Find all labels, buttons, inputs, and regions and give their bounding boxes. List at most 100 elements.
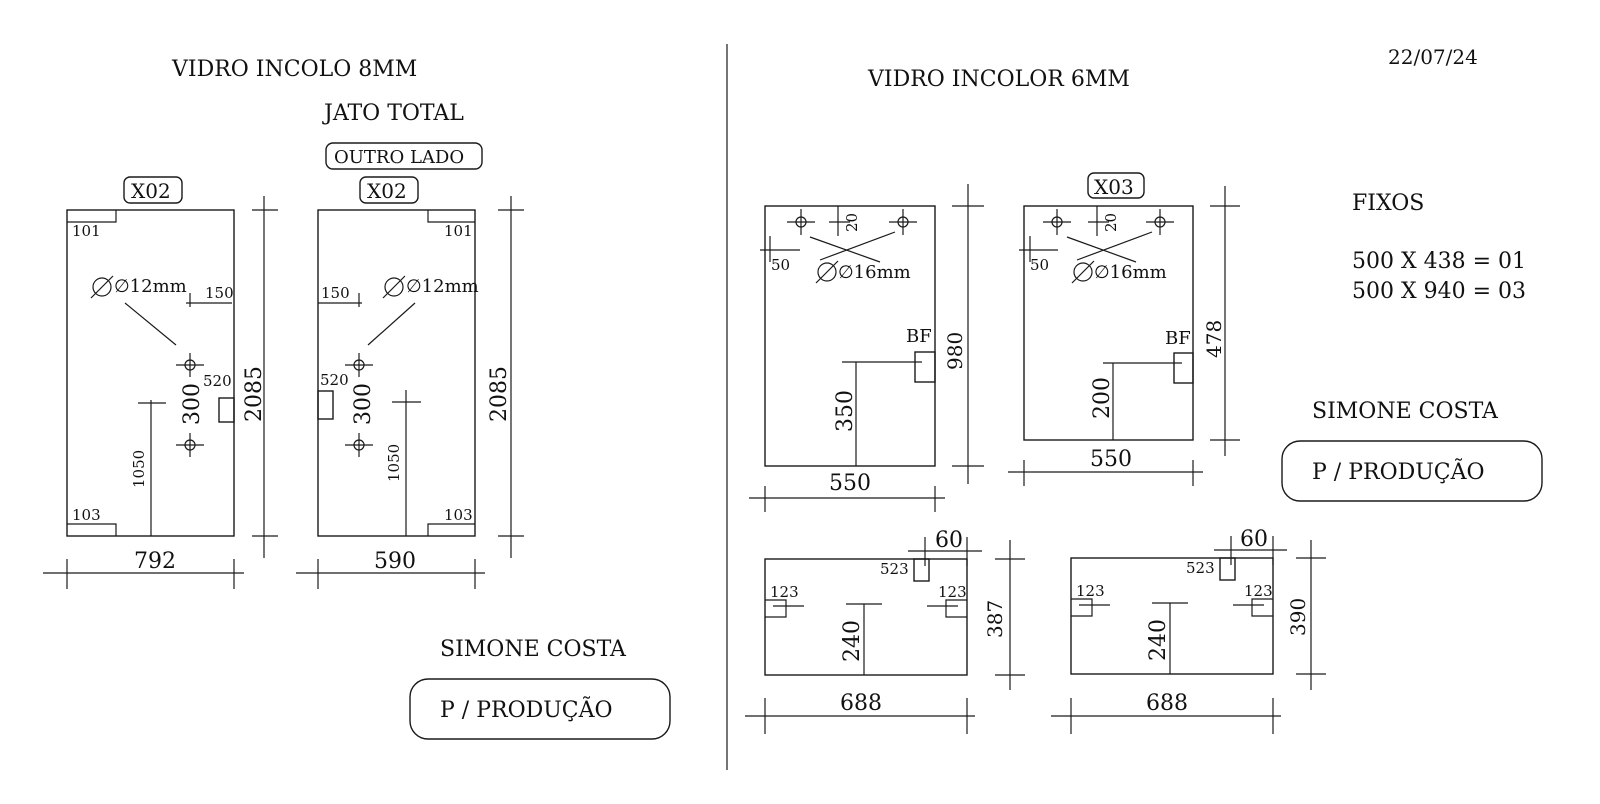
panel-b-tag: X02: [367, 179, 407, 203]
crosshair-icon: [176, 353, 204, 377]
right-production-label: P / PRODUÇÃO: [1312, 457, 1485, 485]
panel-e-notch-left: [765, 599, 787, 618]
panel-b-hole-spacing: 300: [351, 383, 376, 425]
diameter-icon: [382, 275, 406, 299]
panel-e: 523 60 123 123 240 387 688: [745, 528, 1025, 734]
panel-a-leader: [124, 302, 177, 346]
panel-c-outline: [764, 205, 936, 467]
panel-b-lock: [317, 390, 334, 420]
panel-f: 523 60 123 123 240 390 688: [1051, 527, 1326, 734]
panel-e-notch-523-label: 523: [880, 560, 909, 578]
panel-e-notch-top: 60: [935, 528, 963, 553]
panel-d-tag: X03: [1094, 175, 1134, 199]
panel-b-leader: [367, 302, 416, 346]
panel-a-lock-height: 520: [203, 372, 232, 390]
panel-c-leader-2: [819, 231, 896, 261]
panel-d-leader-1: [1066, 236, 1137, 263]
panel-c-bf-box: [914, 351, 936, 383]
panel-e-notch-right: [945, 599, 967, 618]
panel-c-width: 550: [829, 471, 871, 496]
panel-c-height: 980: [943, 332, 967, 370]
panel-d-leader-2: [1076, 231, 1153, 261]
panel-b-hole-label: ∅12mm: [406, 276, 479, 297]
panel-a-lock: [218, 397, 235, 423]
panel-a-corner-top: 101: [72, 222, 101, 240]
panel-a-corner-top-patch: [67, 210, 117, 223]
panel-a-handle-height: 1050: [130, 450, 148, 488]
panel-e-center: 240: [840, 620, 865, 662]
crosshair-icon: [787, 209, 815, 235]
panel-d-hole-side: 50: [1030, 256, 1049, 274]
panel-f-notch-523: [1219, 557, 1236, 581]
crosshair-icon: [889, 209, 917, 235]
panel-a-width: 792: [134, 549, 176, 574]
panel-c: 20 50 ∅16mm BF 350 980 550: [749, 184, 984, 512]
panel-e-width: 688: [840, 691, 882, 716]
panel-d-tag-box: [1087, 172, 1145, 199]
panel-a: X02 101 103 ∅12mm 150 300 520: [43, 176, 278, 589]
panel-d: X03 20 50 ∅16mm BF 200 47: [1008, 172, 1240, 486]
left-finish-label: JATO TOTAL: [322, 101, 464, 126]
panel-f-notch-right: [1251, 598, 1273, 617]
panel-c-bf-height: 350: [833, 390, 858, 432]
panel-b-handle-height: 1050: [385, 444, 403, 482]
panel-a-hole-offset: 150: [205, 284, 234, 302]
panel-c-hole-side: 50: [771, 256, 790, 274]
panel-d-outline: [1023, 205, 1194, 441]
left-signature: SIMONE COSTA: [440, 637, 627, 662]
panel-f-notch-top: 60: [1240, 527, 1268, 552]
diameter-icon: [1071, 260, 1095, 284]
panel-d-width: 550: [1090, 447, 1132, 472]
panel-f-height: 390: [1286, 598, 1310, 636]
panel-a-height: 2085: [242, 366, 267, 422]
panel-a-corner-bottom-patch: [67, 523, 117, 536]
panel-d-hole-label: ∅16mm: [1094, 262, 1167, 283]
panel-d-height: 478: [1202, 320, 1226, 358]
panel-a-corner-bottom: 103: [72, 506, 101, 524]
panel-f-notch-left: [1071, 598, 1093, 617]
other-side-box: [325, 142, 483, 170]
panel-d-hole-top: 20: [1102, 213, 1120, 232]
other-side-label: OUTRO LADO: [334, 147, 464, 168]
left-production-box: [409, 678, 671, 740]
fixos-item-2: 500 X 940 = 03: [1352, 279, 1526, 304]
panel-b: X02 101 103 ∅12mm 150 300 520 1050: [296, 176, 524, 589]
panel-c-bf: BF: [906, 326, 932, 347]
panel-a-hole-label: ∅12mm: [114, 276, 187, 297]
panel-a-hole-spacing: 300: [180, 383, 205, 425]
panel-d-bf-box: [1173, 352, 1194, 384]
panel-b-hole-offset: 150: [321, 284, 350, 302]
crosshair-icon: [1043, 209, 1071, 235]
panel-d-bf-height: 200: [1090, 377, 1115, 419]
panel-c-hole-label: ∅16mm: [838, 262, 911, 283]
panel-e-notch-right-label: 123: [938, 583, 967, 601]
panel-e-height: 387: [983, 600, 1007, 638]
crosshair-icon: [345, 353, 373, 377]
panel-b-corner-bottom: 103: [444, 506, 473, 524]
panel-b-corner-bottom-patch: [427, 523, 475, 536]
diameter-icon: [90, 275, 114, 299]
panel-b-corner-top: 101: [444, 222, 473, 240]
panel-d-bf: BF: [1165, 328, 1191, 349]
right-production-box: [1281, 440, 1543, 502]
fixos-title: FIXOS: [1352, 191, 1424, 216]
panel-b-outline: [317, 209, 476, 537]
panel-e-outline: [764, 558, 968, 676]
panel-f-notch-523-label: 523: [1186, 559, 1215, 577]
panel-f-notch-right-label: 123: [1244, 582, 1273, 600]
panel-b-tag-box: [359, 176, 419, 204]
panel-b-width: 590: [374, 549, 416, 574]
panel-f-center: 240: [1146, 619, 1171, 661]
left-glass-title: VIDRO INCOLO 8MM: [171, 57, 417, 82]
fixos-item-1: 500 X 438 = 01: [1352, 249, 1526, 274]
left-production-label: P / PRODUÇÃO: [440, 695, 613, 723]
panel-b-height: 2085: [487, 366, 512, 422]
panel-b-lock-height: 520: [320, 371, 349, 389]
panel-e-notch-523: [913, 558, 930, 582]
right-signature: SIMONE COSTA: [1312, 399, 1499, 424]
panel-f-width: 688: [1146, 691, 1188, 716]
crosshair-icon: [176, 433, 204, 457]
right-glass-title: VIDRO INCOLOR 6MM: [867, 67, 1130, 92]
panel-a-tag-box: [123, 176, 183, 204]
